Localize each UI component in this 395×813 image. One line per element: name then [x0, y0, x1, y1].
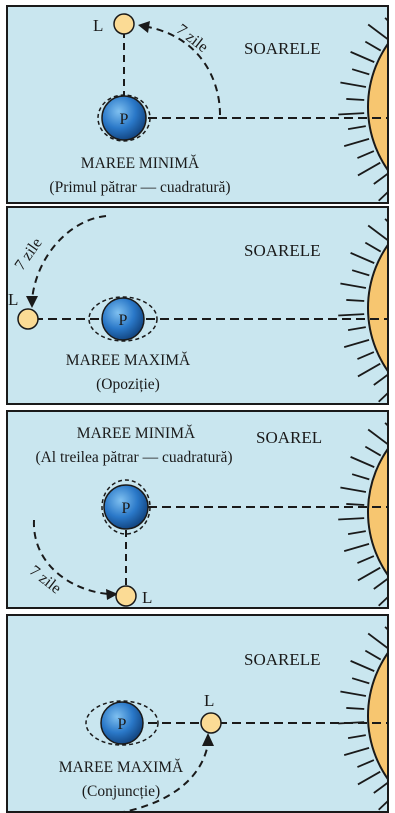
sun	[338, 412, 389, 609]
sun-ray	[344, 544, 369, 551]
arrow-head-icon	[202, 733, 214, 746]
sun-ray	[365, 42, 380, 51]
sun-ray	[357, 556, 373, 563]
sun-ray	[351, 457, 375, 467]
sun-ray	[358, 568, 380, 581]
sun-ray	[368, 24, 388, 39]
moon	[201, 713, 221, 733]
orbit-arrow	[118, 744, 208, 813]
days-label: 7 zile	[26, 562, 64, 597]
sun-ray	[365, 447, 380, 456]
sun-ray	[357, 151, 373, 158]
sun-ray	[348, 531, 366, 534]
planet-letter: P	[122, 500, 131, 517]
sun	[338, 616, 389, 813]
diagram-svg: SOARELE 7 zile L P MAREE MAXIMĂ (Opoziți…	[8, 208, 389, 405]
arrow-head-icon	[138, 21, 150, 33]
tide-label: MAREE MAXIMĂ	[59, 759, 184, 776]
sun-ray	[358, 163, 380, 176]
sun-ray	[351, 253, 375, 263]
diagram-svg: SOARELE P L MAREE MAXIMĂ (Conjuncție)	[8, 616, 389, 813]
sun-ray	[344, 139, 369, 146]
sun-ray	[344, 748, 369, 755]
sun-ray	[357, 352, 373, 359]
sun-ray	[340, 82, 366, 87]
moon-letter: L	[93, 16, 103, 35]
sun-ray	[351, 52, 375, 62]
tide-label: MAREE MINIMĂ	[81, 155, 200, 172]
sun-ray	[348, 126, 366, 129]
sun-ray	[352, 270, 369, 275]
moon	[114, 14, 134, 34]
sun-ray	[365, 651, 380, 660]
moon	[116, 586, 136, 606]
moon-letter: L	[204, 691, 214, 710]
sun-ray	[385, 423, 389, 435]
sun-ray	[358, 772, 380, 785]
sun-ray	[379, 384, 389, 401]
phase-label: (Primul pătrar — cuadratură)	[49, 179, 230, 196]
sun-ray	[351, 661, 375, 671]
sun-ray	[352, 69, 369, 74]
sun-ray	[374, 375, 388, 386]
planet-letter: P	[120, 111, 129, 128]
sun-ray	[368, 429, 388, 444]
sun-ray	[340, 283, 366, 288]
sun-ray	[348, 735, 366, 738]
moon	[18, 309, 38, 329]
sun-ray	[348, 327, 366, 330]
panel-conjunction: SOARELE P L MAREE MAXIMĂ (Conjuncție)	[6, 614, 389, 813]
sun-ray	[344, 340, 369, 347]
sun-ray	[346, 300, 364, 301]
planet-letter: P	[118, 716, 127, 733]
phase-label: (Conjuncție)	[82, 783, 160, 800]
sun-label: SOARELE	[244, 39, 321, 58]
sun-ray	[357, 760, 373, 767]
sun-ray	[385, 18, 389, 30]
planet-letter: P	[119, 312, 128, 329]
sun-ray	[379, 792, 389, 809]
diagram-svg: SOAREL MAREE MINIMĂ (Al treilea pătrar —…	[8, 412, 389, 609]
sun-label: SOARELE	[244, 241, 321, 260]
tide-label: MAREE MINIMĂ	[77, 425, 196, 442]
tide-label: MAREE MAXIMĂ	[66, 352, 191, 369]
sun-label: SOARELE	[244, 650, 321, 669]
sun-ray	[385, 219, 389, 231]
days-label: 7 zile	[173, 21, 211, 56]
phase-label: (Opoziție)	[96, 376, 160, 393]
sun-ray	[352, 474, 369, 479]
sun-ray	[340, 487, 366, 492]
sun-ray	[385, 627, 389, 639]
sun-ray	[358, 364, 380, 377]
sun-ray	[365, 243, 380, 252]
sun-ray	[374, 783, 388, 794]
sun-ray	[338, 113, 364, 114]
orbit-arrow	[32, 216, 106, 300]
sun-ray	[340, 691, 366, 696]
sun-ray	[346, 504, 364, 505]
sun-ray	[379, 588, 389, 605]
sun-ray	[346, 708, 364, 709]
arrow-head-icon	[26, 296, 38, 308]
sun-ray	[368, 633, 388, 648]
phase-label: (Al treilea pătrar — cuadratură)	[35, 449, 232, 466]
sun-ray	[338, 314, 364, 315]
panel-first-quarter: SOARELE 7 zile L P MAREE MINIMĂ (Primul …	[6, 5, 389, 204]
sun-ray	[374, 174, 388, 185]
moon-letter: L	[142, 588, 152, 607]
sun-ray	[379, 183, 389, 200]
sun-ray	[368, 225, 388, 240]
moon-letter: L	[8, 290, 18, 309]
sun-ray	[346, 99, 364, 100]
panel-third-quarter: SOAREL MAREE MINIMĂ (Al treilea pătrar —…	[6, 410, 389, 609]
sun	[338, 208, 389, 405]
sun-label: SOAREL	[256, 428, 322, 447]
diagram-svg: SOARELE 7 zile L P MAREE MINIMĂ (Primul …	[8, 7, 389, 204]
sun-ray	[352, 678, 369, 683]
sun-ray	[338, 518, 364, 519]
panel-opposition: SOARELE 7 zile L P MAREE MAXIMĂ (Opoziți…	[6, 206, 389, 405]
sun-ray	[374, 579, 388, 590]
sun	[338, 7, 389, 204]
